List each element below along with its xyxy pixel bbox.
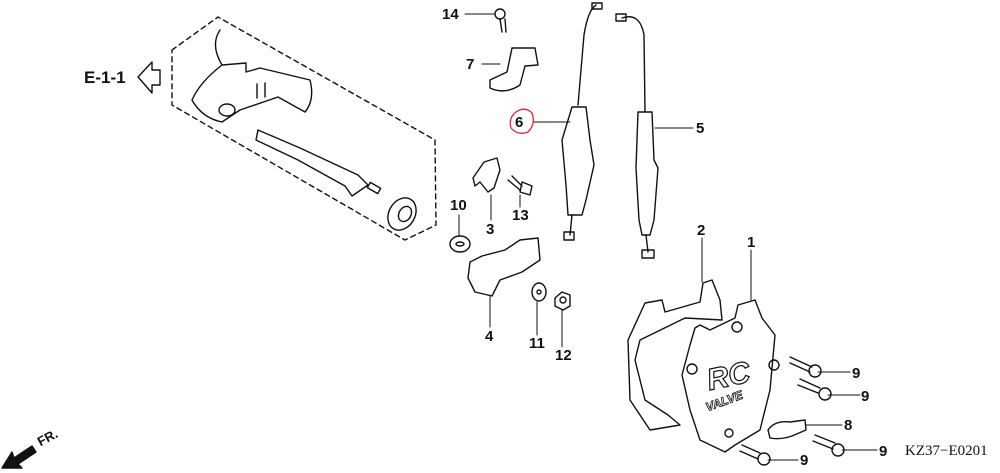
shift-shaft-part [255,129,382,197]
callout-11[interactable]: 11 [529,335,545,352]
gasket-2-part [627,279,723,431]
rc-valve-cover-1-part [681,299,780,453]
reference-label-e-1-1[interactable]: E-1-1 [84,68,126,87]
diagram-code: KZ37−E0201 [905,443,988,459]
clamp-8-part [767,419,807,440]
bolt-14-part [494,8,507,33]
leader-lines [458,13,878,461]
joint-4-part [467,237,541,297]
assembly-group-box [171,16,437,241]
callout-10[interactable]: 10 [450,197,467,214]
front-direction-arrow-icon [1,445,37,469]
callout-12[interactable]: 12 [555,347,572,364]
callout-6[interactable]: 6 [515,114,524,131]
callout-13[interactable]: 13 [512,207,529,224]
throttle-cable-6-part [561,2,603,241]
bolt-13-part [507,175,533,196]
bolt-9-part [797,378,832,401]
washer-10-part [449,235,471,253]
shift-arm-part [191,29,313,123]
throttle-cable-5-part [615,13,659,259]
bolt-9-part [789,356,822,378]
callout-4[interactable]: 4 [485,328,494,345]
nut-12-part [554,291,571,311]
cable-bracket-7-part [489,47,539,92]
washer-11-part [531,282,547,302]
bolt-9-part [812,434,845,457]
callout-9[interactable]: 9 [861,388,870,405]
callout-8[interactable]: 8 [844,417,853,434]
callout-3[interactable]: 3 [486,221,495,238]
callout-9[interactable]: 9 [879,443,888,460]
callout-1[interactable]: 1 [747,234,756,251]
callout-9[interactable]: 9 [800,452,809,469]
highlight-circle-6 [509,108,534,134]
callout-9[interactable]: 9 [852,365,861,382]
reference-arrow-icon [137,61,161,94]
oil-seal-part [387,197,417,231]
callout-7[interactable]: 7 [466,56,475,73]
bolt-9-part [739,444,771,466]
callout-14[interactable]: 14 [442,6,459,23]
callout-5[interactable]: 5 [696,120,705,137]
plate-3-part [472,157,501,193]
callout-2[interactable]: 2 [697,222,706,239]
